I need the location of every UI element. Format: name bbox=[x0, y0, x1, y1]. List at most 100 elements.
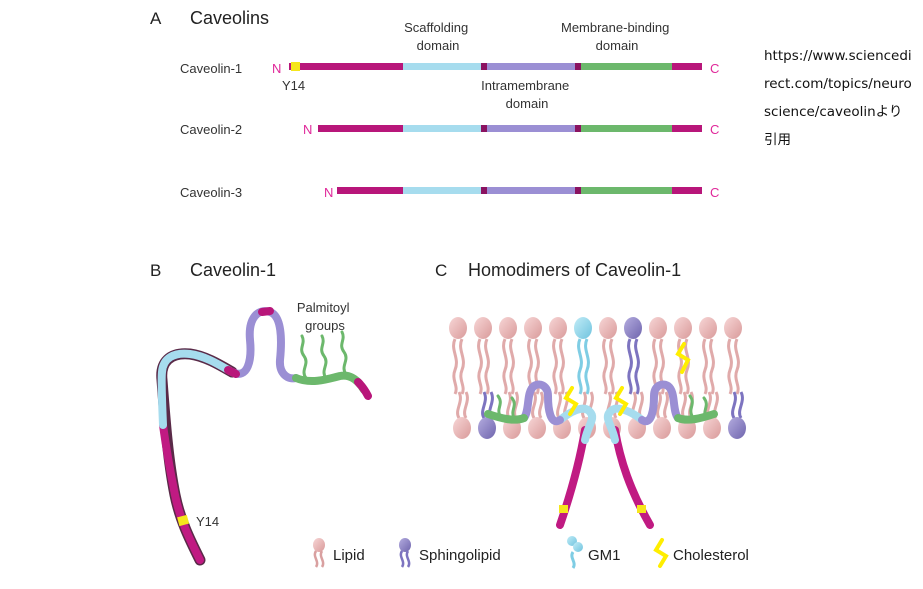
legend-label: Sphingolipid bbox=[419, 547, 501, 564]
domain-label-intramembrane-line-2: domain bbox=[506, 96, 549, 111]
scaffolding-segment bbox=[403, 187, 481, 194]
palmitoyl-label-line-2: groups bbox=[305, 318, 345, 333]
cholesterol-icon bbox=[653, 538, 669, 568]
intramembrane-region bbox=[228, 307, 300, 383]
membrane-binding-segment bbox=[581, 125, 672, 132]
tyrosine-y14-marker bbox=[559, 505, 568, 513]
tyrosine-y14-marker bbox=[637, 505, 646, 513]
c-terminus-label: C bbox=[710, 122, 719, 137]
n-terminal-segment bbox=[337, 187, 403, 194]
n-terminus-label: N bbox=[324, 185, 333, 200]
legend-item-lipid: Lipid bbox=[313, 538, 365, 568]
protein-outline bbox=[156, 348, 238, 566]
lipid-molecule bbox=[699, 317, 717, 395]
linker-segment bbox=[481, 187, 487, 194]
y14-label: Y14 bbox=[196, 514, 219, 529]
c-terminus-label: C bbox=[710, 61, 719, 76]
linker-segment bbox=[575, 187, 581, 194]
palmitoyl-chain bbox=[340, 330, 348, 376]
domain-label-membrane-binding-line-1: Membrane-binding bbox=[561, 20, 669, 35]
c-terminal-segment bbox=[672, 125, 702, 132]
panel-a-title: Caveolins bbox=[190, 8, 269, 28]
lipid-molecule bbox=[674, 317, 692, 395]
palmitoyl-chain bbox=[510, 396, 516, 420]
palmitoyl-label: Palmitoyl groups bbox=[297, 300, 353, 333]
sphingolipid-icon bbox=[399, 538, 411, 568]
protein-name: Caveolin-3 bbox=[180, 185, 242, 200]
caveolin-1-row: Caveolin-1 N C Y14 bbox=[180, 61, 719, 93]
lipid-molecule bbox=[599, 317, 617, 395]
domain-label-intramembrane: Intramembrane domain bbox=[481, 78, 573, 111]
legend-item-cholesterol: Cholesterol bbox=[653, 538, 749, 568]
c-terminal-region bbox=[354, 378, 372, 400]
legend-label: Lipid bbox=[333, 547, 365, 564]
n-terminus-label: N bbox=[272, 61, 281, 76]
membrane-binding-segment bbox=[581, 63, 672, 70]
panel-b-letter: B bbox=[150, 261, 161, 280]
intramembrane-segment bbox=[487, 63, 575, 70]
intramembrane-region bbox=[638, 380, 682, 426]
palmitoyl-chain bbox=[320, 334, 328, 380]
linker-segment bbox=[481, 125, 487, 132]
scaffolding-region bbox=[157, 349, 234, 429]
cholesterol-molecule bbox=[675, 342, 691, 374]
lipid-molecule bbox=[453, 391, 471, 439]
cholesterol-molecule bbox=[613, 386, 629, 416]
caveolin-2-row: Caveolin-2 N C bbox=[180, 122, 719, 137]
tyrosine-y14-marker bbox=[291, 62, 300, 71]
panel-c: C Homodimers of Caveolin-1 bbox=[435, 260, 746, 529]
lipid-molecule bbox=[499, 317, 517, 395]
scaffolding-segment bbox=[403, 125, 481, 132]
caveolin-1-monomer bbox=[156, 307, 372, 566]
linker-segment bbox=[575, 125, 581, 132]
panel-b-title: Caveolin-1 bbox=[190, 260, 276, 280]
panel-c-letter: C bbox=[435, 261, 447, 280]
c-terminal-segment bbox=[672, 63, 702, 70]
y14-label: Y14 bbox=[282, 78, 305, 93]
n-terminal-segment bbox=[289, 63, 403, 70]
gm1-molecule bbox=[574, 317, 592, 395]
legend-item-sphingolipid: Sphingolipid bbox=[399, 538, 501, 568]
linker-segment bbox=[575, 63, 581, 70]
panel-c-title: Homodimers of Caveolin-1 bbox=[468, 260, 681, 280]
lipid-molecule bbox=[528, 391, 546, 439]
intramembrane-segment bbox=[487, 187, 575, 194]
linker-segment bbox=[224, 366, 240, 378]
lipid-molecule bbox=[449, 317, 467, 395]
palmitoyl-label-line-1: Palmitoyl bbox=[297, 300, 350, 315]
linker-segment bbox=[258, 307, 274, 316]
tyrosine-y14-marker bbox=[177, 514, 190, 527]
membrane-binding-segment bbox=[581, 187, 672, 194]
c-terminal-segment bbox=[672, 187, 702, 194]
palmitoyl-chain bbox=[702, 396, 708, 420]
n-terminus-label: N bbox=[303, 122, 312, 137]
c-terminus-label: C bbox=[710, 185, 719, 200]
domain-label-scaffolding-line-1: Scaffolding bbox=[404, 20, 468, 35]
panel-a: A Caveolins Scaffolding domain Membrane-… bbox=[150, 8, 719, 200]
cholesterol-molecule bbox=[563, 386, 579, 416]
membrane-binding-region bbox=[484, 410, 528, 424]
caveolin-homodimer bbox=[484, 380, 718, 529]
lipid-molecule bbox=[653, 391, 671, 439]
legend-item-gm1: GM1 bbox=[567, 536, 621, 569]
intramembrane-region bbox=[520, 380, 564, 426]
linker-segment bbox=[481, 63, 487, 70]
lipid-molecule bbox=[549, 317, 567, 395]
n-terminal-region bbox=[159, 421, 204, 564]
panel-a-letter: A bbox=[150, 9, 162, 28]
domain-label-scaffolding-line-2: domain bbox=[417, 38, 460, 53]
membrane-binding-region bbox=[674, 410, 718, 424]
palmitoyl-chain bbox=[300, 334, 308, 380]
legend-label: Cholesterol bbox=[673, 547, 749, 564]
caveolin-3-row: Caveolin-3 N C bbox=[180, 185, 719, 200]
domain-label-membrane-binding-line-2: domain bbox=[596, 38, 639, 53]
intramembrane-segment bbox=[487, 125, 575, 132]
source-citation: https://www.sciencedirect.com/topics/neu… bbox=[764, 48, 912, 148]
lipid-icon bbox=[313, 538, 325, 568]
domain-label-membrane-binding: Membrane-binding domain bbox=[561, 20, 673, 53]
scaffolding-region bbox=[603, 404, 646, 444]
sphingolipid-molecule bbox=[728, 391, 746, 439]
palmitoyl-chain bbox=[496, 394, 502, 418]
scaffolding-segment bbox=[403, 63, 481, 70]
legend: Lipid Sphingolipid GM1 Cholesterol bbox=[313, 536, 749, 569]
